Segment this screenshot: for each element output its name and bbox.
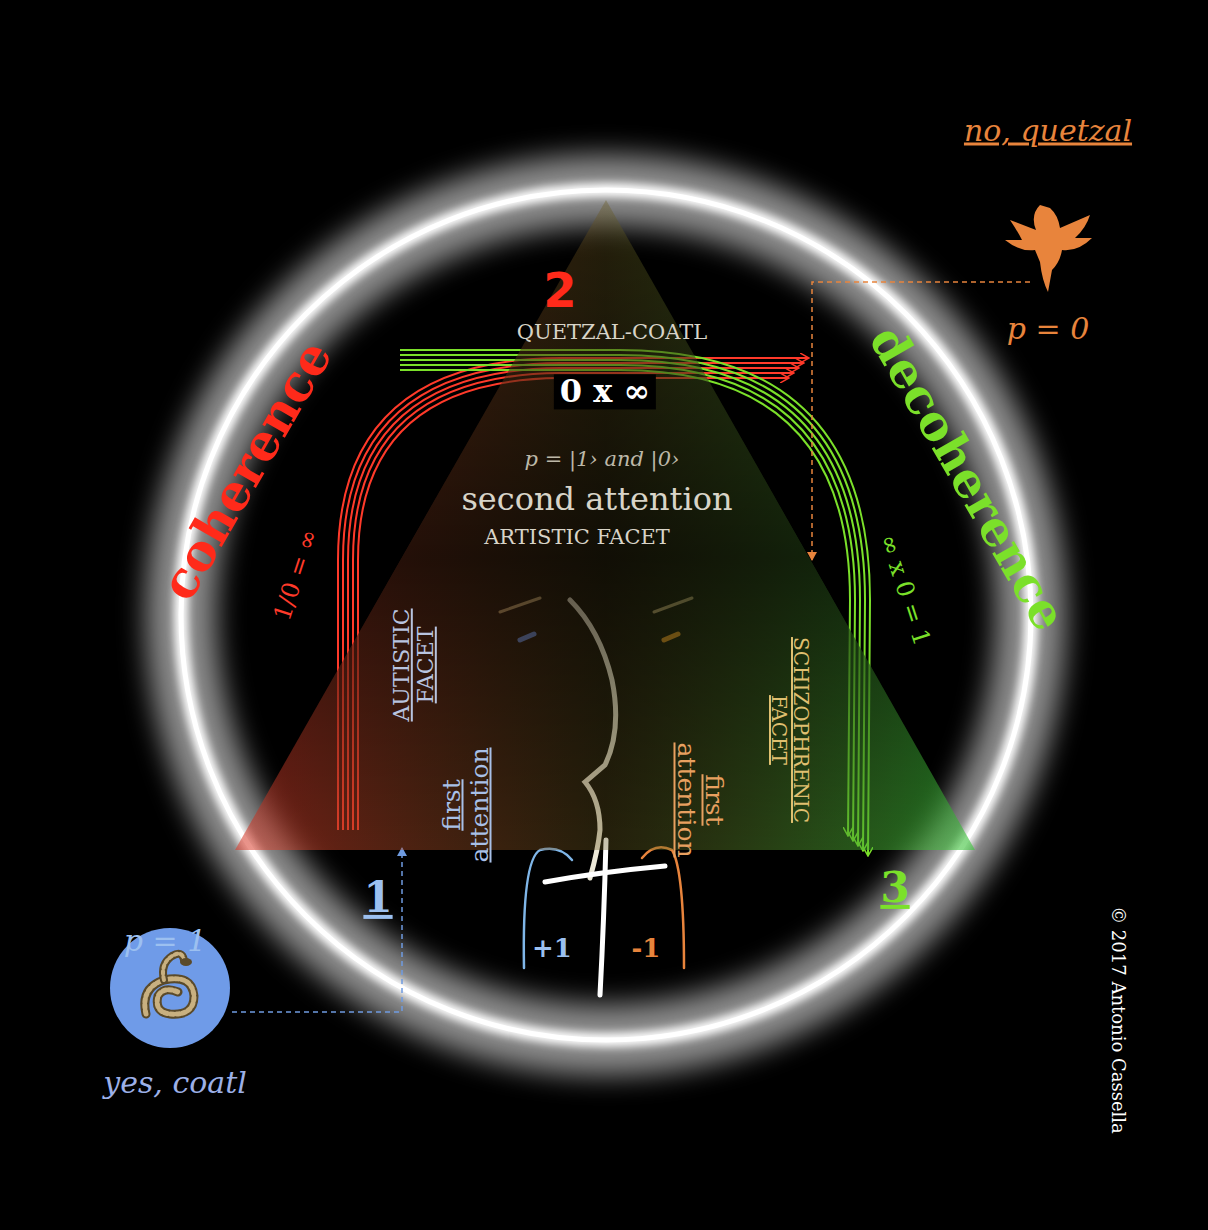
stage-subtitle: ARTISTIC FACET bbox=[484, 526, 670, 549]
big-number: 2 bbox=[543, 264, 576, 317]
callout-number: 3 bbox=[880, 865, 909, 911]
probability: p = 1 bbox=[124, 924, 207, 957]
sign-label: +1 bbox=[532, 934, 572, 963]
probability: p = 0 bbox=[1007, 312, 1090, 345]
formula: 0 x ∞ bbox=[554, 374, 656, 409]
attention-label: first attention bbox=[673, 740, 728, 860]
facet-label: SCHIZOPHRENIC FACET bbox=[768, 625, 812, 835]
copyright-note: © 2017 Antonio Cassella bbox=[1108, 906, 1128, 1134]
bird-icon bbox=[1005, 205, 1092, 292]
sign-label: -1 bbox=[632, 934, 661, 963]
formula: p = |1› and |0› bbox=[525, 448, 680, 471]
caption-label: yes, coatl bbox=[103, 1066, 247, 1099]
stage-title: second attention bbox=[461, 482, 732, 517]
attention-label: first attention bbox=[438, 745, 493, 865]
callout-number: 1 bbox=[363, 875, 392, 921]
serpent-circle: p = 1 yes, coatl bbox=[100, 910, 250, 1110]
facet-label: AUTISTIC FACET bbox=[390, 605, 438, 725]
triangle-region: 2QUETZAL-COATL 0 x ∞ p = |1› and |0› second… bbox=[235, 200, 975, 852]
heading: QUETZAL-COATL bbox=[517, 321, 707, 344]
caption-label: no, quetzal bbox=[964, 114, 1132, 147]
